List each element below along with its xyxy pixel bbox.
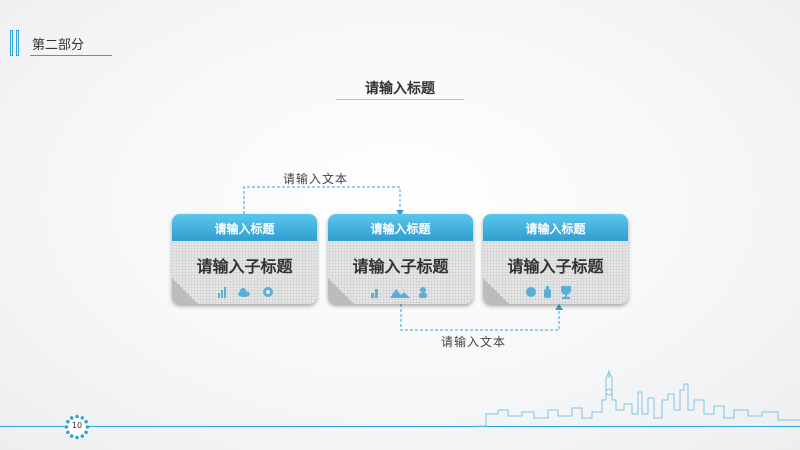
card-label: 请输入子标题 xyxy=(352,257,449,276)
gear-icon xyxy=(263,287,273,297)
section-header: 第二部分 xyxy=(10,30,112,56)
card-corner xyxy=(328,278,354,304)
title-underline xyxy=(336,99,464,100)
arrow-head-down xyxy=(396,210,404,216)
card-body: 请输入子标题 xyxy=(172,241,317,304)
section-underline xyxy=(30,55,112,56)
main-title: 请输入标题 xyxy=(365,81,435,97)
card-corner xyxy=(172,278,198,304)
card-body: 请输入子标题 xyxy=(328,241,473,304)
trophy-icon xyxy=(561,286,571,299)
card-3: 请输入子标题 请输入标题 xyxy=(483,214,628,304)
card-header: 请输入标题 xyxy=(328,214,473,241)
cloud-icon xyxy=(238,288,250,297)
section-bar xyxy=(10,30,13,56)
card-icons xyxy=(371,287,427,298)
chart-icon xyxy=(218,287,226,298)
footer-line xyxy=(0,426,800,427)
connector-bottom xyxy=(400,304,560,331)
city-skyline xyxy=(478,370,800,427)
card-header-label: 请输入标题 xyxy=(525,222,586,236)
arrow-head-up xyxy=(555,304,563,310)
card-header: 请输入标题 xyxy=(172,214,317,241)
card-1: 请输入子标题 请输入标题 xyxy=(172,214,317,304)
bar-chart-icon xyxy=(371,289,378,298)
card-header-label: 请输入标题 xyxy=(214,222,275,236)
mountain-icon xyxy=(390,289,410,298)
connector-top xyxy=(243,186,401,214)
card-header-label: 请输入标题 xyxy=(370,222,431,236)
card-2: 请输入子标题 请输入标题 xyxy=(328,214,473,304)
page-number-ring xyxy=(64,414,90,440)
connector-text-bottom: 请输入文本 xyxy=(441,335,507,349)
page-number: 10 xyxy=(71,421,83,430)
card-corner xyxy=(483,278,509,304)
globe-icon xyxy=(526,287,536,297)
bottle-icon xyxy=(544,286,551,298)
card-header: 请输入标题 xyxy=(483,214,628,241)
section-title: 第二部分 xyxy=(32,38,85,53)
card-label: 请输入子标题 xyxy=(196,257,293,276)
card-icons xyxy=(526,286,571,299)
card-label: 请输入子标题 xyxy=(507,257,604,276)
card-body: 请输入子标题 xyxy=(483,241,628,304)
people-icon xyxy=(419,287,427,298)
section-bar xyxy=(16,30,19,56)
card-icons xyxy=(218,287,273,298)
connector-text-top: 请输入文本 xyxy=(283,172,349,186)
